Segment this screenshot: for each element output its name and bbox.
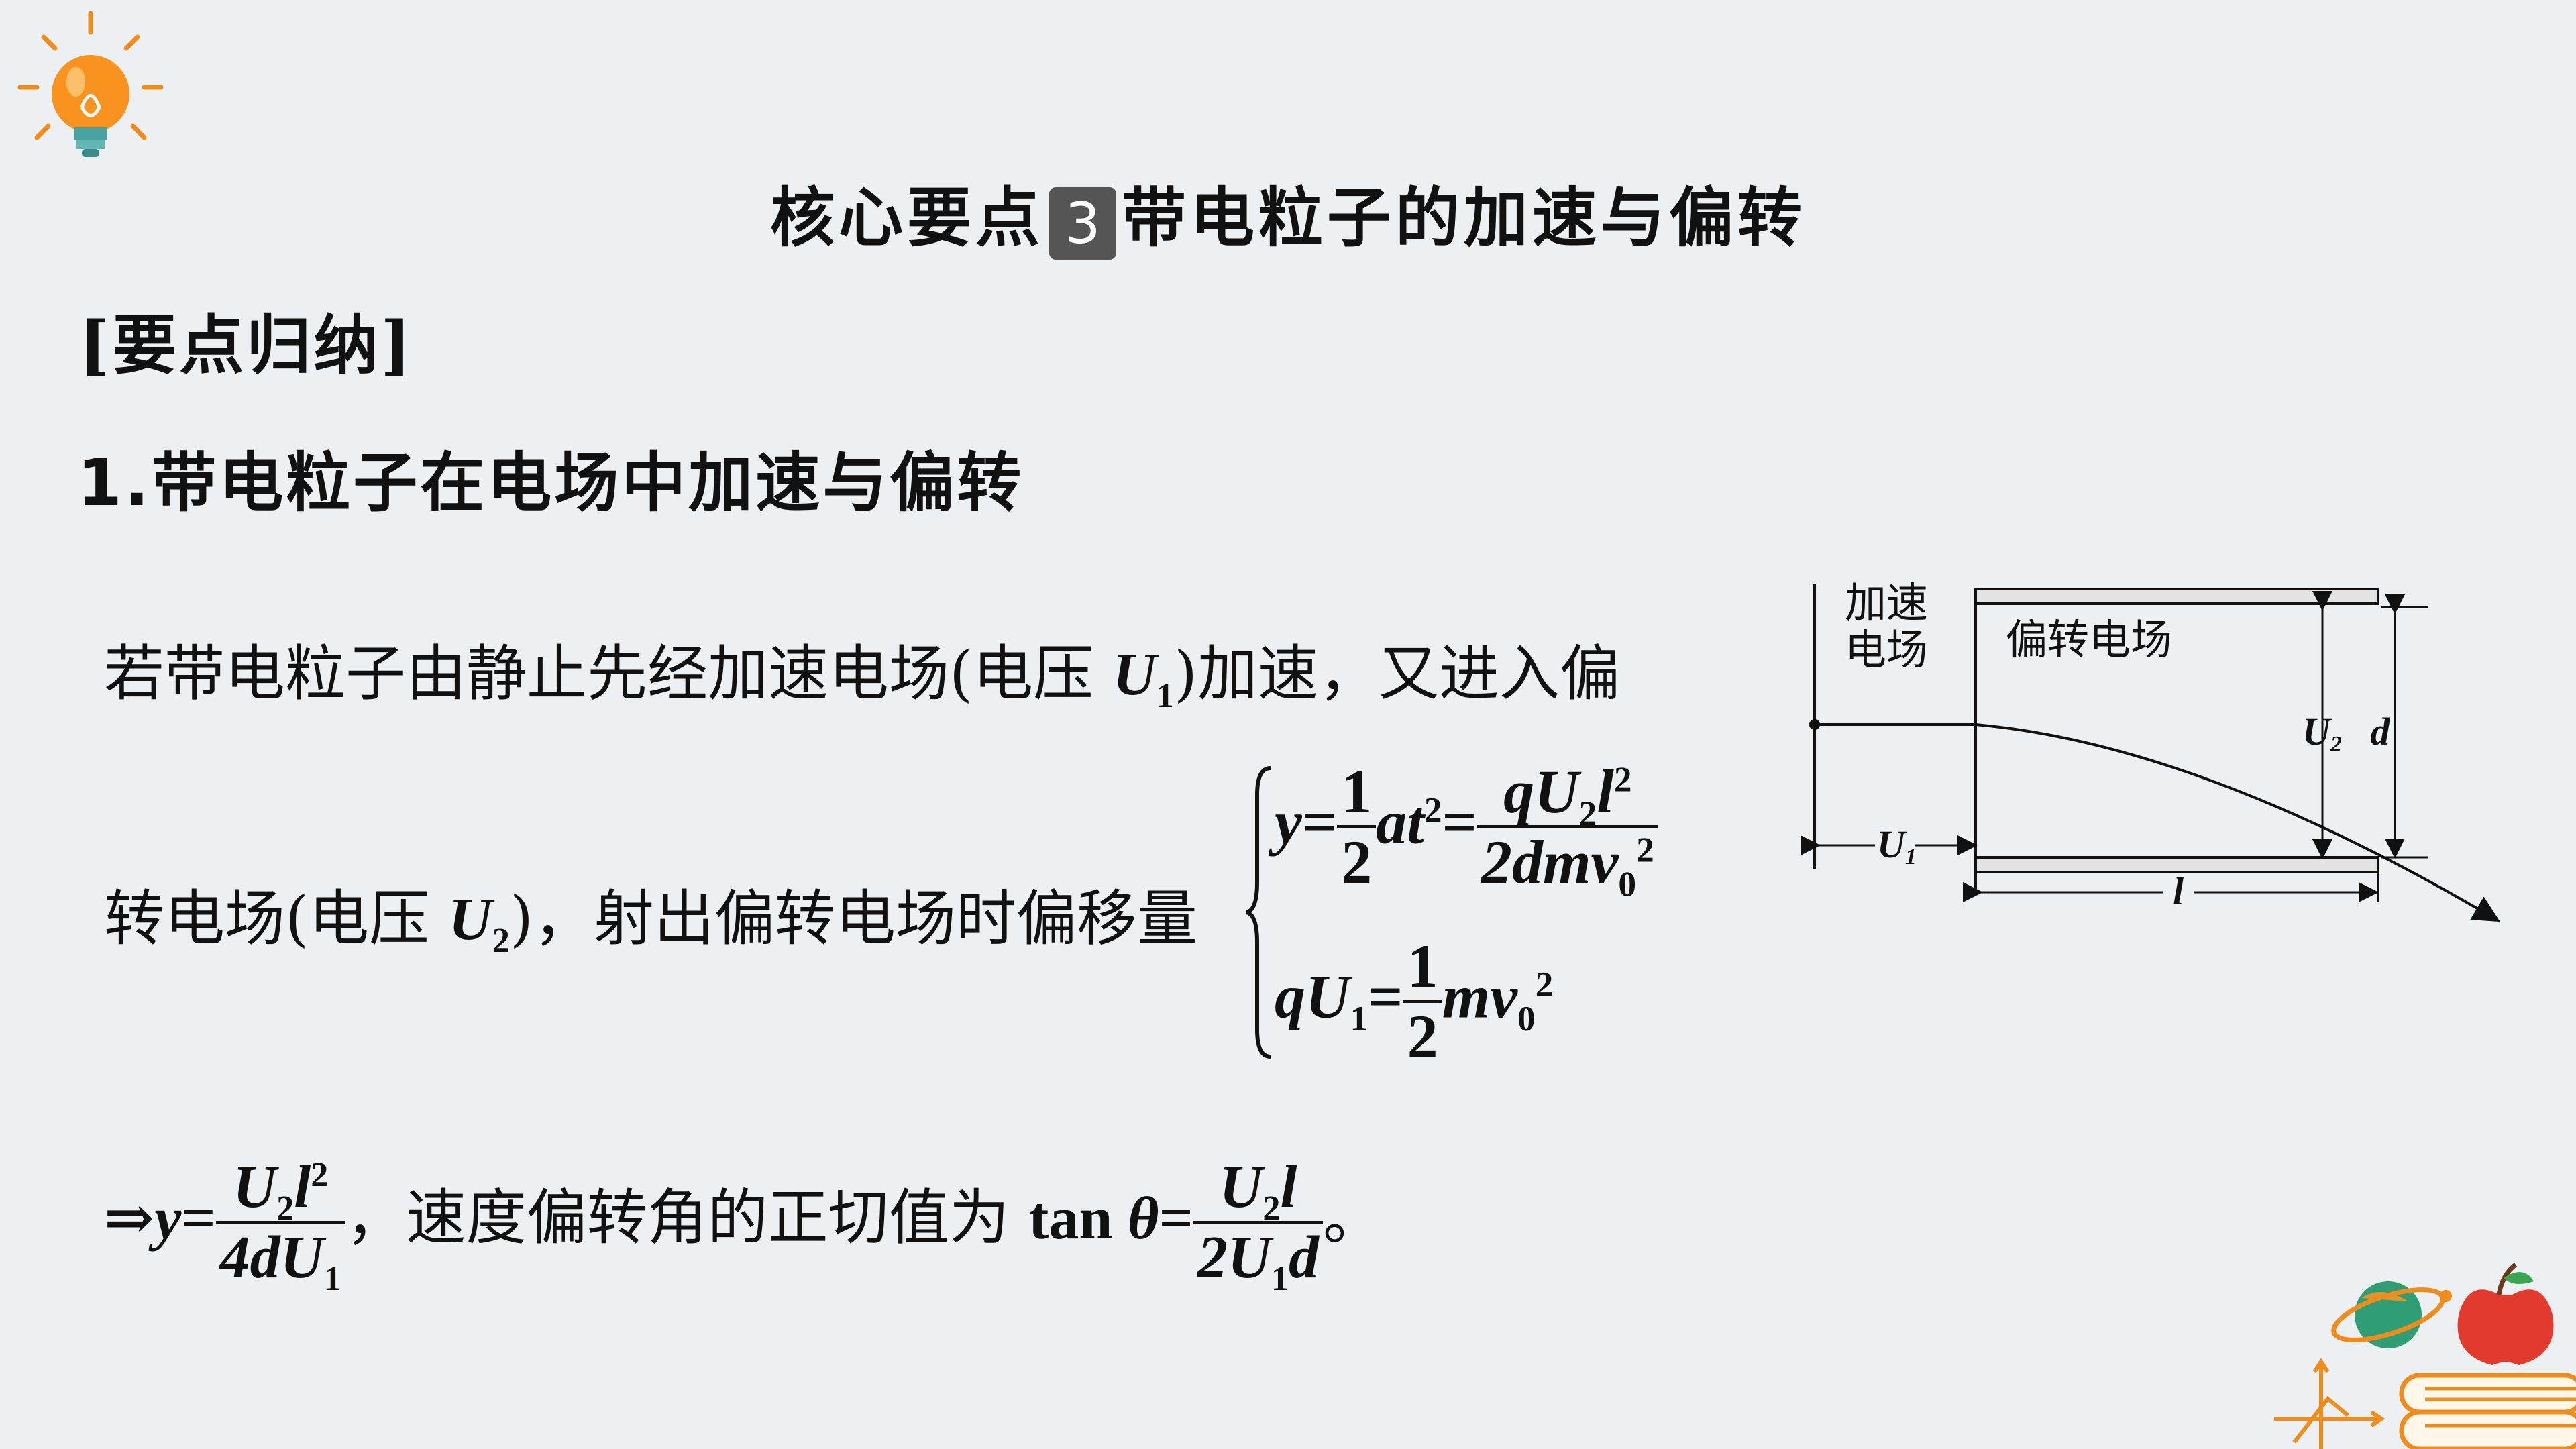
p3-equals: = [181,1185,216,1252]
top-plate [1974,588,2379,605]
title-number-badge: 3 [1049,187,1116,260]
implies-arrow: ⇒ [104,1185,155,1252]
frac-y-num: U2l2 [215,1154,345,1226]
eq1-num-qu: qU [1503,757,1579,826]
section-heading-text: 带电粒子在电场中加速与偏转 [152,445,1024,521]
accel-field-label-2: 电场 [1845,625,1928,674]
paragraph-2-text-a: 转电场(电压 [104,883,449,954]
apple-icon [2457,1263,2554,1365]
paragraph-1: 若带电粒子由静止先经加速电场(电压 U1)加速，又进入偏 [104,634,1620,715]
eq2-half-den: 2 [1407,1002,1438,1071]
school-decoration [2274,1263,2576,1449]
section-number: 1. [77,445,152,521]
section-heading: 1.带电粒子在电场中加速与偏转 [77,439,1024,527]
eq2-qu: qU [1275,962,1350,1031]
books-icon [2399,1373,2576,1449]
p3-tan: tan [1028,1185,1128,1252]
equation-brace [1246,766,1271,1059]
frac-y-den-sub: 1 [323,1259,341,1298]
summary-label: [要点归纳] [79,307,414,383]
eq1-t-sq: 2 [1424,789,1442,830]
var-u1-sub: 1 [1156,676,1174,715]
frac-tan-den-2u: 2U [1197,1224,1271,1291]
frac-tan-den-sub: 1 [1271,1259,1289,1298]
u1-label: U1 [1877,822,1917,869]
frac-y-den-4du: 4dU [219,1224,324,1291]
l-label: l [2173,869,2184,913]
eq1-t: t [1407,788,1424,857]
eq1-equals: = [1301,788,1338,857]
frac-tan-den: 2U1d [1193,1224,1323,1296]
frac-y-num-u: U [233,1154,277,1220]
eq1-main-num: qU2l2 [1477,757,1658,831]
frac-y-num-l: l [294,1154,311,1220]
particle-trajectory [1815,723,2500,922]
paragraph-1-text-a: 若带电粒子由静止先经加速电场(电压 [104,639,1113,709]
frac-tan-num-sub: 2 [1263,1189,1281,1228]
eq1-a: a [1376,788,1407,857]
eq2-mv-sub: 0 [1517,998,1536,1038]
eq1-num-sq: 2 [1613,759,1632,800]
eq1-equals-2: = [1442,788,1477,857]
frac-tan-num: U2l [1193,1154,1324,1226]
title-suffix: 带电粒子的加速与偏转 [1122,180,1806,256]
var-u2-sub: 2 [492,921,510,960]
title-prefix: 核心要点 [770,180,1044,256]
d-label: d [2371,710,2391,753]
eq2-qu-sub: 1 [1350,998,1368,1038]
var-u2: U [448,886,492,953]
frac-y-den: 4dU1 [216,1224,345,1296]
p3-text: ，速度偏转角的正切值为 [345,1182,1029,1253]
eq1-den-2dmv: 2dmv [1481,828,1619,896]
var-u1: U [1112,641,1157,708]
deflection-diagram: 加速 电场 偏转电场 U1 U2 d l [1801,578,2500,922]
paragraph-2: 转电场(电压 U2)，射出偏转电场时偏移量 [104,879,1197,960]
frac-y-num-sq: 2 [311,1155,329,1194]
eq1-den-sub: 0 [1618,863,1637,904]
u2-label: U2 [2302,710,2342,757]
eq1-half-den: 2 [1341,828,1373,896]
paragraph-2-text-b: )，射出偏转电场时偏移量 [509,883,1197,954]
accel-field-label-1: 加速 [1845,578,1928,627]
lightbulb-icon [17,11,164,157]
deflect-field-label: 偏转电场 [2006,615,2172,664]
eq1-y: y [1275,788,1302,857]
paragraph-1-text-b: )加速，又进入偏 [1173,639,1620,709]
eq1-num-l: l [1597,757,1614,826]
frac-y-num-sub: 2 [276,1189,294,1228]
frac-tan-den-d: d [1289,1224,1320,1291]
eq2-equals: = [1368,962,1403,1031]
eq2-mv: mv [1442,962,1517,1031]
graph-axes-icon [2274,1358,2385,1449]
eq1-main-den: 2dmv02 [1477,828,1658,902]
eq2-half-num: 1 [1403,932,1442,1003]
p3-y: y [154,1185,182,1252]
eq1-half-num: 1 [1337,758,1377,828]
eq1-num-sub: 2 [1578,793,1597,834]
p3-theta: θ [1127,1185,1159,1252]
eq1-den-sq: 2 [1636,829,1654,870]
planet-icon [2331,1281,2452,1348]
p3-equals-2: = [1159,1185,1193,1252]
p3-end: 。 [1323,1182,1384,1253]
eq2-mv-sq: 2 [1535,963,1554,1004]
frac-tan-num-u: U [1219,1154,1263,1220]
frac-tan-num-l: l [1280,1154,1297,1220]
